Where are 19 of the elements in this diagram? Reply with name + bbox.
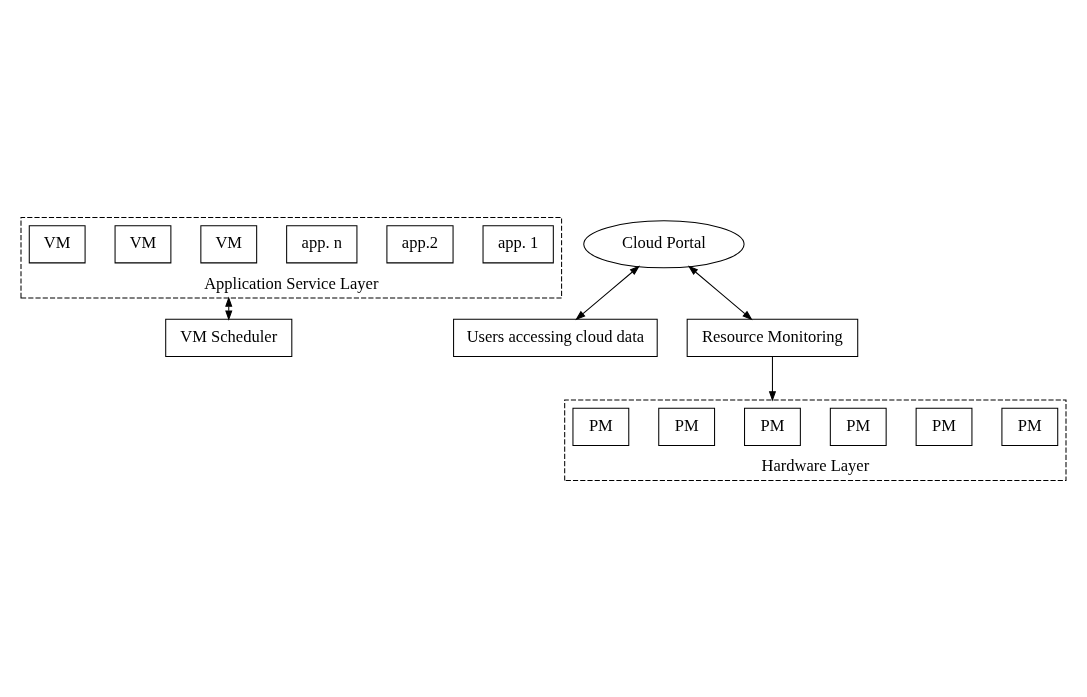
node-box: PM [829,407,887,446]
arrow [575,265,640,320]
node-box: Users accessing cloud data [453,318,658,357]
node-box: PM [1001,407,1059,446]
node-box: app.2 [386,224,454,263]
node-box: Resource Monitoring [686,318,859,357]
arrow [768,355,777,402]
node-box: PM [572,407,630,446]
node-box: PM [658,407,716,446]
node-box: PM [744,407,801,446]
arrow [687,265,753,320]
node-box: app. n [286,224,358,263]
node-box: VM [200,224,258,263]
node-box: PM [915,407,973,446]
node-box: VM Scheduler [165,318,293,357]
node-box: VM [28,224,86,263]
node-box: VM [114,224,172,263]
node-box: app. 1 [482,224,554,263]
node-ellipse: Cloud Portal [583,219,745,268]
